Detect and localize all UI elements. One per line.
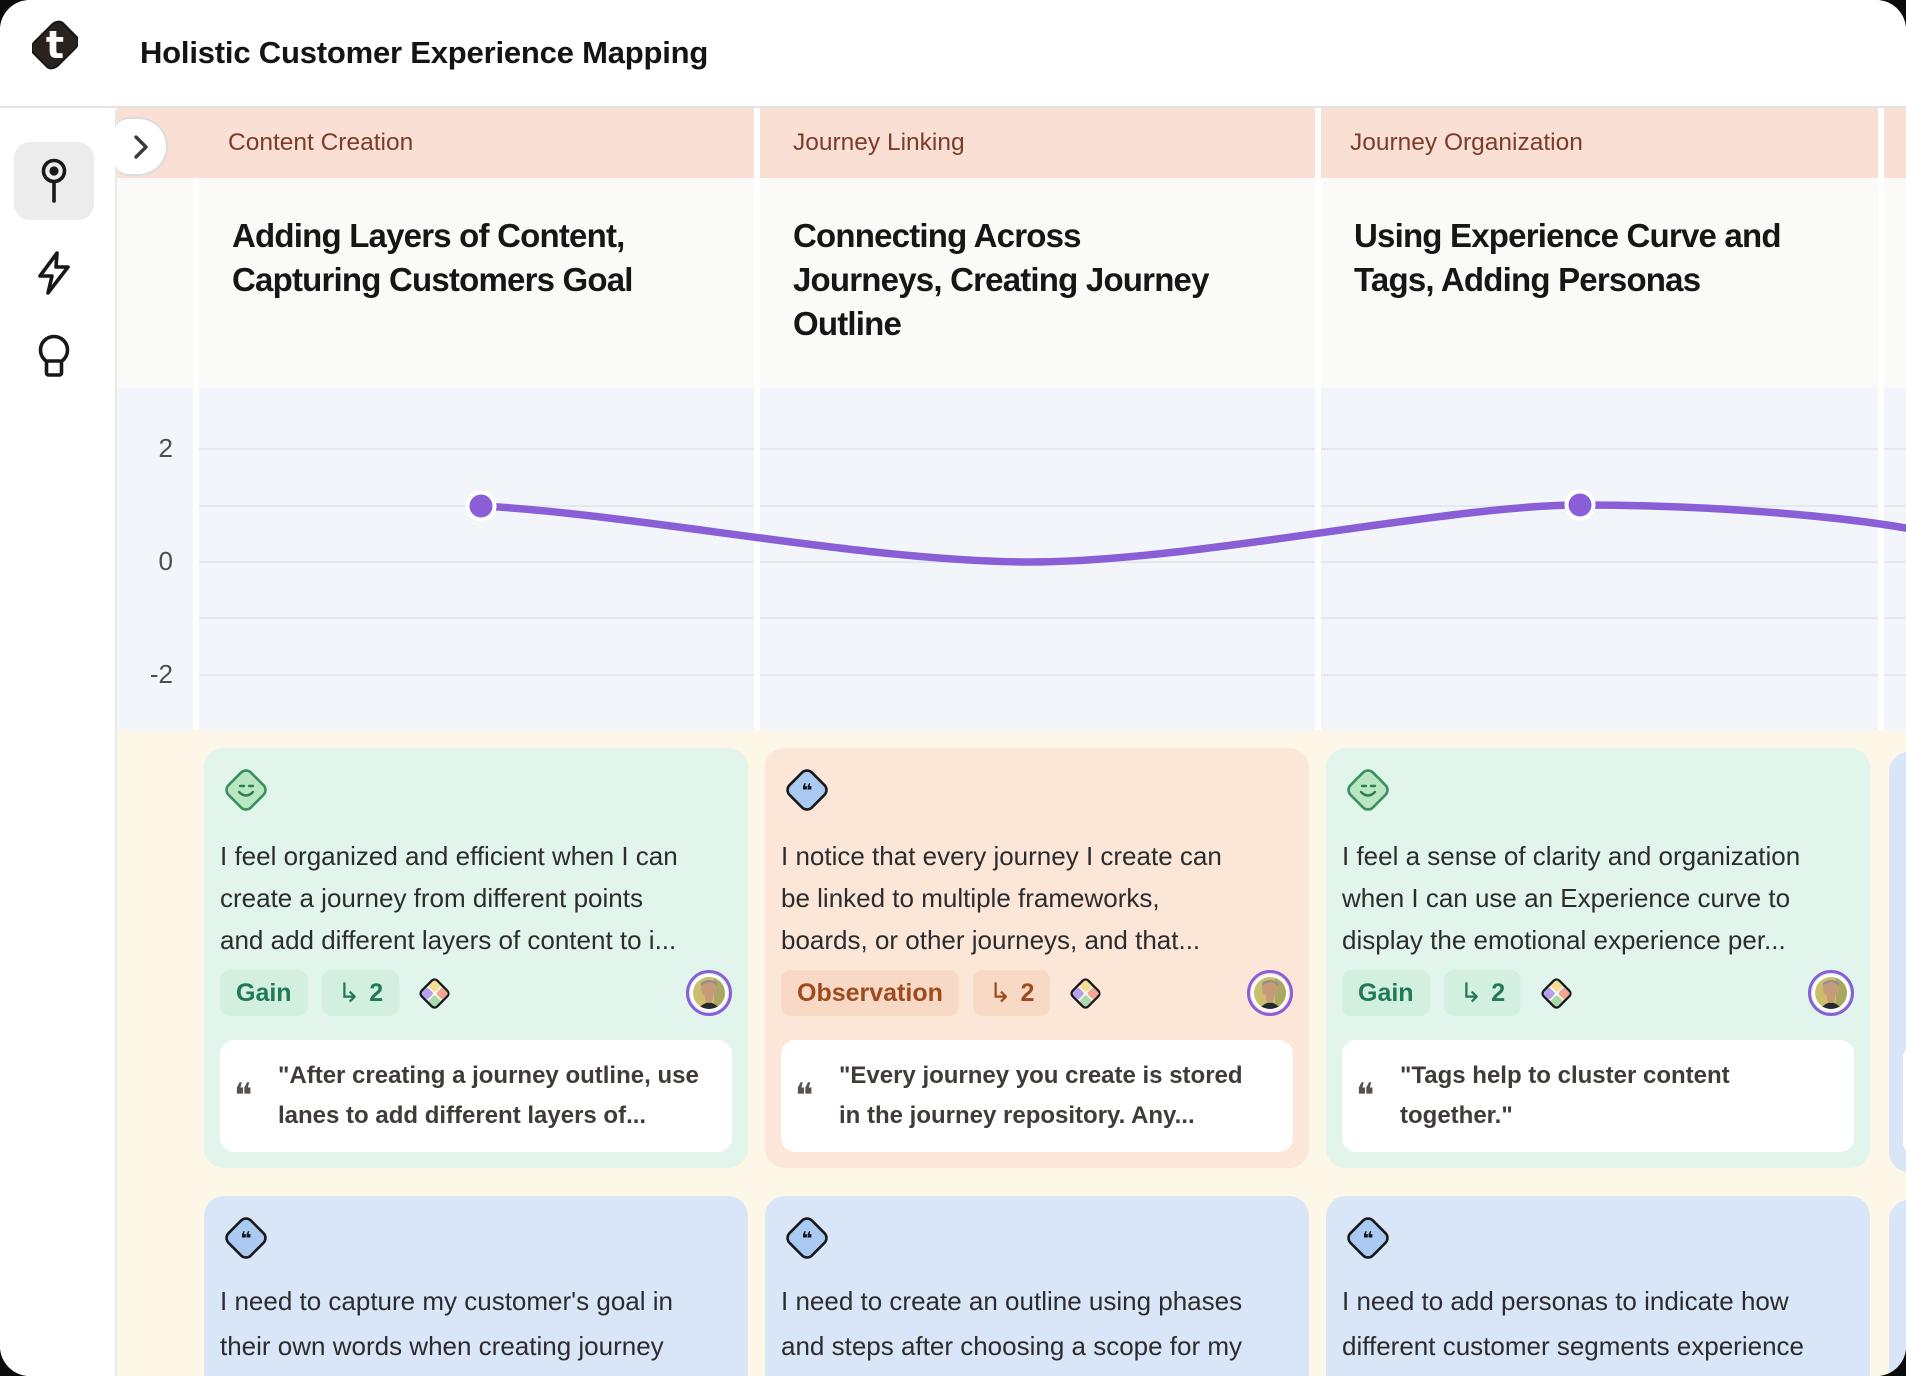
y-tick-label: 2 <box>158 433 173 463</box>
chart-y-axis: 2 0 -2 <box>117 388 193 730</box>
svg-text:❝: ❝ <box>1362 1228 1373 1250</box>
title-gutter <box>117 178 193 388</box>
phase-title-line: Capturing Customers Goal <box>232 261 633 298</box>
experience-curve-cell-3[interactable] <box>1321 388 1878 730</box>
need-card-1[interactable]: ❝ I need to capture my customer's goal i… <box>204 1196 748 1376</box>
phase-header-label: Journey Linking <box>793 129 965 156</box>
phase-header-partial <box>1884 108 1906 178</box>
phase-title-1[interactable]: Adding Layers of Content, Capturing Cust… <box>199 178 754 388</box>
type-badge[interactable]: Gain <box>1342 970 1430 1016</box>
svg-text:❝: ❝ <box>240 1228 251 1250</box>
lightning-bolt-icon <box>38 251 70 295</box>
phase-title-line: Outline <box>793 305 902 342</box>
quote-icon: ❝ <box>1356 1076 1375 1116</box>
arrow-branch-icon: ↳ <box>988 977 1012 1008</box>
phase-title-3[interactable]: Using Experience Curve and Tags, Adding … <box>1321 178 1878 388</box>
experience-curve-cell-2[interactable] <box>760 388 1315 730</box>
quote-icon: ❝ <box>234 1076 253 1116</box>
insight-cards-lane: I feel organized and efficient when I ca… <box>117 730 1906 1376</box>
journey-board: Content Creation Journey Linking Journey… <box>117 108 1906 1376</box>
arrow-branch-icon: ↳ <box>337 977 361 1008</box>
insight-card-gain-1[interactable]: I feel organized and efficient when I ca… <box>204 748 748 1168</box>
linked-quote[interactable]: ❝ "Every journey you create is stored in… <box>781 1040 1293 1152</box>
phase-title-line: Adding Layers of Content, <box>232 217 625 254</box>
phase-title-line: Using Experience Curve and <box>1354 217 1781 254</box>
need-card-3[interactable]: ❝ I need to add personas to indicate how… <box>1326 1196 1870 1376</box>
type-badge[interactable]: Gain <box>220 970 308 1016</box>
card-text: I need to create an outline using phases… <box>781 1286 1243 1361</box>
avatar[interactable] <box>686 970 732 1016</box>
phase-title-partial <box>1884 178 1906 388</box>
phase-header-journey-linking[interactable]: Journey Linking <box>760 108 1315 178</box>
framework-diamond-icon[interactable] <box>1068 976 1103 1011</box>
card-text: I feel a sense of clarity and organizati… <box>1342 841 1801 955</box>
quote-diamond-icon: ❝ <box>1347 1217 1389 1259</box>
linked-quote <box>1903 1044 1906 1156</box>
card-text: I notice that every journey I create can… <box>781 841 1222 955</box>
phase-title-line: Tags, Adding Personas <box>1354 261 1701 298</box>
linked-quote[interactable]: ❝ "Tags help to cluster content together… <box>1342 1040 1854 1152</box>
phase-header-label: Content Creation <box>228 129 414 156</box>
quote-icon: ❝ <box>795 1076 814 1116</box>
sidebar-item-lightbulb[interactable] <box>14 318 94 396</box>
y-tick-label: 0 <box>158 546 173 576</box>
framework-diamond-icon[interactable] <box>417 976 452 1011</box>
y-tick-label: -2 <box>149 659 173 689</box>
need-card-partial[interactable]: ❝ <box>1889 1200 1906 1376</box>
insight-card-observation[interactable]: ❝ I notice that every journey I create c… <box>765 748 1309 1168</box>
framework-diamond-icon[interactable] <box>1539 976 1574 1011</box>
smiley-diamond-icon <box>1347 769 1389 811</box>
arrow-branch-icon: ↳ <box>1459 977 1483 1008</box>
sidebar-collapse-button[interactable] <box>115 117 168 176</box>
card-text: I need to capture my customer's goal in … <box>220 1286 673 1361</box>
svg-text:❝: ❝ <box>801 1228 812 1250</box>
phase-title-2[interactable]: Connecting Across Journeys, Creating Jou… <box>760 178 1315 388</box>
avatar[interactable] <box>1247 970 1293 1016</box>
svg-text:t: t <box>46 23 64 67</box>
links-count-badge[interactable]: ↳2 <box>1443 970 1522 1016</box>
quote-diamond-icon: ❝ <box>786 1217 828 1259</box>
insight-card-gain-2[interactable]: I feel a sense of clarity and organizati… <box>1326 748 1870 1168</box>
links-count-badge[interactable]: ↳2 <box>972 970 1051 1016</box>
phase-title-line: Connecting Across <box>793 217 1082 254</box>
phase-header-content-creation[interactable]: Content Creation <box>117 108 754 178</box>
linked-quote[interactable]: ❝ "After creating a journey outline, use… <box>220 1040 732 1152</box>
sidebar <box>0 110 117 1376</box>
phase-header-journey-organization[interactable]: Journey Organization <box>1321 108 1878 178</box>
svg-text:❝: ❝ <box>801 780 812 802</box>
type-badge[interactable]: Observation <box>781 970 959 1016</box>
card-text: I feel organized and efficient when I ca… <box>220 841 678 955</box>
app-logo-icon: t <box>32 20 78 70</box>
need-card-2[interactable]: ❝ I need to create an outline using phas… <box>765 1196 1309 1376</box>
smiley-diamond-icon <box>225 769 267 811</box>
map-pin-icon <box>41 158 67 203</box>
quote-diamond-icon: ❝ <box>786 769 828 811</box>
phase-title-line: Journeys, Creating Journey <box>793 261 1209 298</box>
card-text: I need to add personas to indicate how d… <box>1342 1286 1804 1361</box>
sidebar-item-lightning[interactable] <box>14 234 94 312</box>
phase-header-label: Journey Organization <box>1350 129 1583 156</box>
insight-card-partial[interactable]: ❝ <box>1889 752 1906 1172</box>
sidebar-item-map-pin[interactable] <box>14 142 94 220</box>
page-title: Holistic Customer Experience Mapping <box>140 35 709 70</box>
avatar[interactable] <box>1808 970 1854 1016</box>
experience-curve-cell-partial <box>1884 388 1906 730</box>
links-count-badge[interactable]: ↳2 <box>321 970 400 1016</box>
lightbulb-icon <box>38 334 70 377</box>
chevron-right-icon <box>133 134 148 159</box>
experience-curve-cell-1[interactable] <box>199 388 754 730</box>
top-bar: t Holistic Customer Experience Mapping <box>0 0 1906 108</box>
quote-diamond-icon: ❝ <box>225 1217 267 1259</box>
